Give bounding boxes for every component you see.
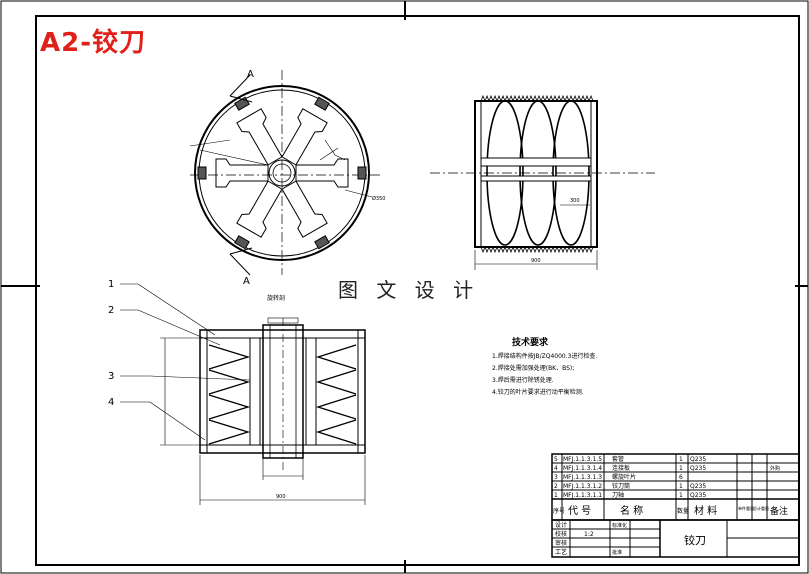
section-blade-left [208,394,251,420]
bom-cell-name: 套管 [612,455,624,463]
scale-value: 1:2 [584,531,594,538]
title-label-standard: 标准化 [612,522,627,529]
view-label: 旋转剖 [267,294,285,302]
blade [234,96,283,166]
tech-requirement-4: 4.铰刀的叶片要求进行动平衡检测. [492,388,584,396]
title-label-design: 设计 [555,521,567,529]
bom-cell-name: 连接板 [612,464,630,472]
title-label-review: 审核 [555,539,567,547]
bom-cell-code: MFJ.1.1.3.1.1 [563,492,602,499]
balloon-3: 3 [108,371,114,382]
bom-table [551,453,800,558]
blade [281,96,330,166]
bom-cell-code: MFJ.1.1.3.1.4 [563,465,602,472]
bom-header-unit-weight: 单件重量 [738,505,754,511]
tech-requirements: 技术要求 1.焊接结构件按JB/ZQ4000.3进行检查. 2.焊接处需加强处理… [492,336,597,396]
spiral-loop [486,100,524,246]
bom-cell-qty: 1 [679,483,683,490]
tech-requirement-2: 2.焊接处需加强处理(BK、BS); [492,364,574,372]
balloon-4: 4 [108,397,114,408]
section-view [120,283,366,505]
section-blade-right [315,344,357,370]
section-blade-right [315,369,357,395]
section-blade-left [208,369,251,395]
pitch-dimension: 300 [570,198,580,204]
side-width-dimension: 900 [531,258,541,264]
spiral-loop [519,100,557,246]
bom-cell-qty: 1 [679,465,683,472]
bom-header-total-weight: 总计重量 [753,505,769,511]
side-view [430,94,655,270]
blade [234,180,283,250]
title-block: 设计 校核 审核 工艺 标准化 批准 1:2 铰刀 [555,521,706,556]
title-label-check: 校核 [555,530,567,538]
balloon-1: 1 [108,279,114,290]
tech-requirements-title: 技术要求 [512,336,549,348]
bom-cell-no: 2 [554,483,558,490]
blade [197,158,269,188]
bom-cell-no: 1 [554,492,558,499]
section-blade-left [208,344,251,370]
bom-header-no: 序号 [553,507,565,515]
bom-cell-code: MFJ.1.1.3.1.3 [563,474,602,481]
section-width-dimension: 900 [276,494,286,500]
bom-cell-name: 刀轴 [612,491,624,499]
balloon-2: 2 [108,305,114,316]
bom-cell-qty: 1 [679,492,683,499]
section-blade-right [315,419,357,445]
bom-cell-name: 螺旋叶片 [612,473,636,481]
bom-header-qty: 数量 [677,507,689,515]
front-view [189,70,380,276]
bom-cell-qty: 1 [679,456,683,463]
bom-cell-name: 铰刀筒 [612,482,630,490]
bom-cell-material: Q235 [690,492,706,499]
part-name: 铰刀 [684,533,706,547]
tech-requirement-3: 3.焊后需进行除锈处理. [492,376,554,384]
bom-cell-code: MFJ.1.1.3.1.2 [563,483,602,490]
bom-cell-note: 外购 [770,465,780,472]
bom-cell-no: 5 [554,456,558,463]
bom-cell-no: 4 [554,465,558,472]
section-blade-right [315,394,357,420]
bom-cell-material: Q235 [690,465,706,472]
watermark: 图 文 设 计 [338,278,480,302]
title-label-approve: 批准 [612,549,622,556]
bom-header-code: 代 号 [568,505,591,517]
bom-cell-code: MFJ.1.1.3.1.5 [563,456,602,463]
bom-header-name: 名 称 [620,504,643,517]
bom-cell-material: Q235 [690,456,706,463]
bom-header: 序号 代 号 名 称 数量 材 料 单件重量 总计重量 备注 [553,504,788,517]
spiral-loop [552,100,590,246]
section-mark-top: A [247,69,254,80]
bom-cell-no: 3 [554,474,558,481]
title-label-process: 工艺 [555,548,567,556]
drawing-title: A2-铰刀 [40,28,147,58]
bom-cell-qty: 6 [679,474,683,481]
tech-requirement-1: 1.焊接结构件按JB/ZQ4000.3进行检查. [492,352,597,360]
bom-header-material: 材 料 [694,504,717,517]
section-blade-left [208,419,251,445]
bom-header-note: 备注 [770,505,788,517]
blade [281,180,330,250]
bom-cell-material: Q235 [690,483,706,490]
diameter-dimension: Ø350 [372,195,385,202]
section-mark-bottom: A [243,276,250,287]
blade [295,158,367,188]
